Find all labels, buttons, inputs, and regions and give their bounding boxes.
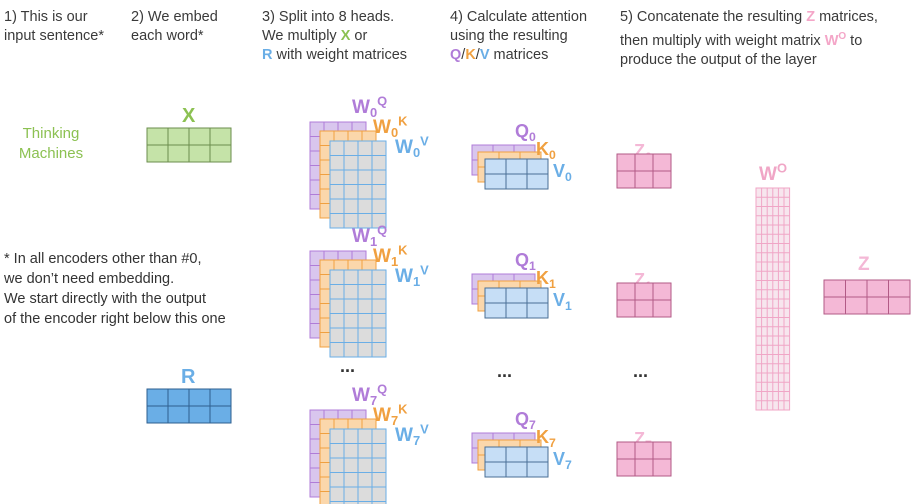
x-label: X xyxy=(182,105,196,127)
step-3-line-1: 3) Split into 8 heads. xyxy=(262,9,395,25)
head-0-v-matrix xyxy=(484,158,549,190)
footnote-line-2: we don’t need embedding. xyxy=(4,271,175,287)
step-5-text-d: to xyxy=(846,32,863,49)
wo-label: WO xyxy=(759,160,787,185)
head-1-wq-label: W1Q xyxy=(352,222,387,249)
step-1-caption: 1) This is our input sentence* xyxy=(4,8,104,46)
step-5-text-a: 5) Concatenate the resulting xyxy=(620,9,807,25)
head-1-v-matrix xyxy=(484,287,549,319)
step-5-line-2: then multiply with weight matrix WO to xyxy=(620,27,878,51)
head-7-wk-label: W7K xyxy=(373,401,408,428)
footnote-line-4: of the encoder right below this one xyxy=(4,311,226,327)
step-4-k-mark: K xyxy=(465,47,476,63)
output-z-label: Z xyxy=(858,254,870,275)
head-0-q-label: Q0 xyxy=(515,121,536,144)
step-3-text-a: We multiply xyxy=(262,28,341,44)
head-1-wv-matrix xyxy=(329,269,387,358)
step-5-text-b: matrices, xyxy=(815,9,878,25)
head-7-v-label: V7 xyxy=(553,449,572,472)
head-0-wv-label: W0V xyxy=(395,133,429,160)
head-0-wk-label: W0K xyxy=(373,113,408,140)
head-0-wq-label: W0Q xyxy=(352,93,387,120)
step-5-w-mark: W xyxy=(824,32,839,49)
input-sentence: Thinking Machines xyxy=(6,124,96,164)
head-7-wv-matrix xyxy=(329,428,387,504)
step-4-text-tail: matrices xyxy=(489,47,549,63)
head-0-k-label: K0 xyxy=(536,139,556,162)
footnote-line-3: We start directly with the output xyxy=(4,291,207,307)
step-4-line-1: 4) Calculate attention xyxy=(450,9,588,25)
step-4-line-3: Q/K/V matrices xyxy=(450,46,587,65)
x-embedding-matrix xyxy=(146,127,232,163)
step-3-line-3: R with weight matrices xyxy=(262,46,407,65)
head-7-z-matrix xyxy=(616,441,672,477)
head-0-v-label: V0 xyxy=(553,161,572,184)
ellipsis-weights: ... xyxy=(340,356,355,376)
head-7-v-matrix xyxy=(484,446,549,478)
step-3-text-c: with weight matrices xyxy=(272,47,408,63)
footnote-line-1: * In all encoders other than #0, xyxy=(4,251,202,267)
word-thinking: Thinking xyxy=(22,125,80,142)
step-1-line-2: input sentence* xyxy=(4,28,104,44)
head-1-k-label: K1 xyxy=(536,268,556,291)
step-5-text-c: then multiply with weight matrix xyxy=(620,32,825,49)
head-7-q-label: Q7 xyxy=(515,409,536,432)
head-7-k-label: K7 xyxy=(536,427,556,450)
output-z-matrix xyxy=(823,279,911,315)
head-1-wv-label: W1V xyxy=(395,262,429,289)
word-machines: Machines xyxy=(18,145,84,162)
ellipsis-qkv: ... xyxy=(497,361,512,381)
step-5-line-3: produce the output of the layer xyxy=(620,51,817,68)
r-embedding-matrix xyxy=(146,388,232,424)
ellipsis-z: ... xyxy=(633,361,648,381)
step-3-caption: 3) Split into 8 heads. We multiply X or … xyxy=(262,8,407,65)
step-3-text-b: or xyxy=(350,28,368,44)
step-5-line-1: 5) Concatenate the resulting Z matrices, xyxy=(620,8,878,27)
r-label: R xyxy=(181,366,196,388)
step-4-caption: 4) Calculate attention using the resulti… xyxy=(450,8,587,65)
step-4-slash-b: / xyxy=(475,47,480,63)
step-3-x-mark: X xyxy=(340,28,351,44)
step-3-r-mark: R xyxy=(262,47,273,63)
step-2-line-2: each word* xyxy=(131,28,204,44)
head-0-z-matrix xyxy=(616,153,672,189)
encoder-footnote: * In all encoders other than #0, we don’… xyxy=(4,249,226,329)
step-4-slash-a: / xyxy=(461,47,466,63)
head-1-q-label: Q1 xyxy=(515,250,536,273)
step-3-line-2: We multiply X or xyxy=(262,27,407,46)
head-7-wq-label: W7Q xyxy=(352,381,387,408)
step-1-line-1: 1) This is our xyxy=(4,9,88,25)
step-4-q-mark: Q xyxy=(450,47,462,63)
head-0-wv-matrix xyxy=(329,140,387,229)
head-1-wk-label: W1K xyxy=(373,242,408,269)
step-5-caption: 5) Concatenate the resulting Z matrices,… xyxy=(620,8,878,70)
step-2-caption: 2) We embed each word* xyxy=(131,8,218,46)
step-5-o-sup: O xyxy=(838,31,847,42)
head-7-wv-label: W7V xyxy=(395,421,429,448)
step-4-line-2: using the resulting xyxy=(450,28,568,44)
head-1-v-label: V1 xyxy=(553,290,572,313)
wo-weight-matrix xyxy=(755,187,791,411)
step-2-line-1: 2) We embed xyxy=(131,9,218,25)
step-5-z-mark: Z xyxy=(806,9,816,25)
step-4-v-mark: V xyxy=(479,47,490,63)
head-1-z-matrix xyxy=(616,282,672,318)
